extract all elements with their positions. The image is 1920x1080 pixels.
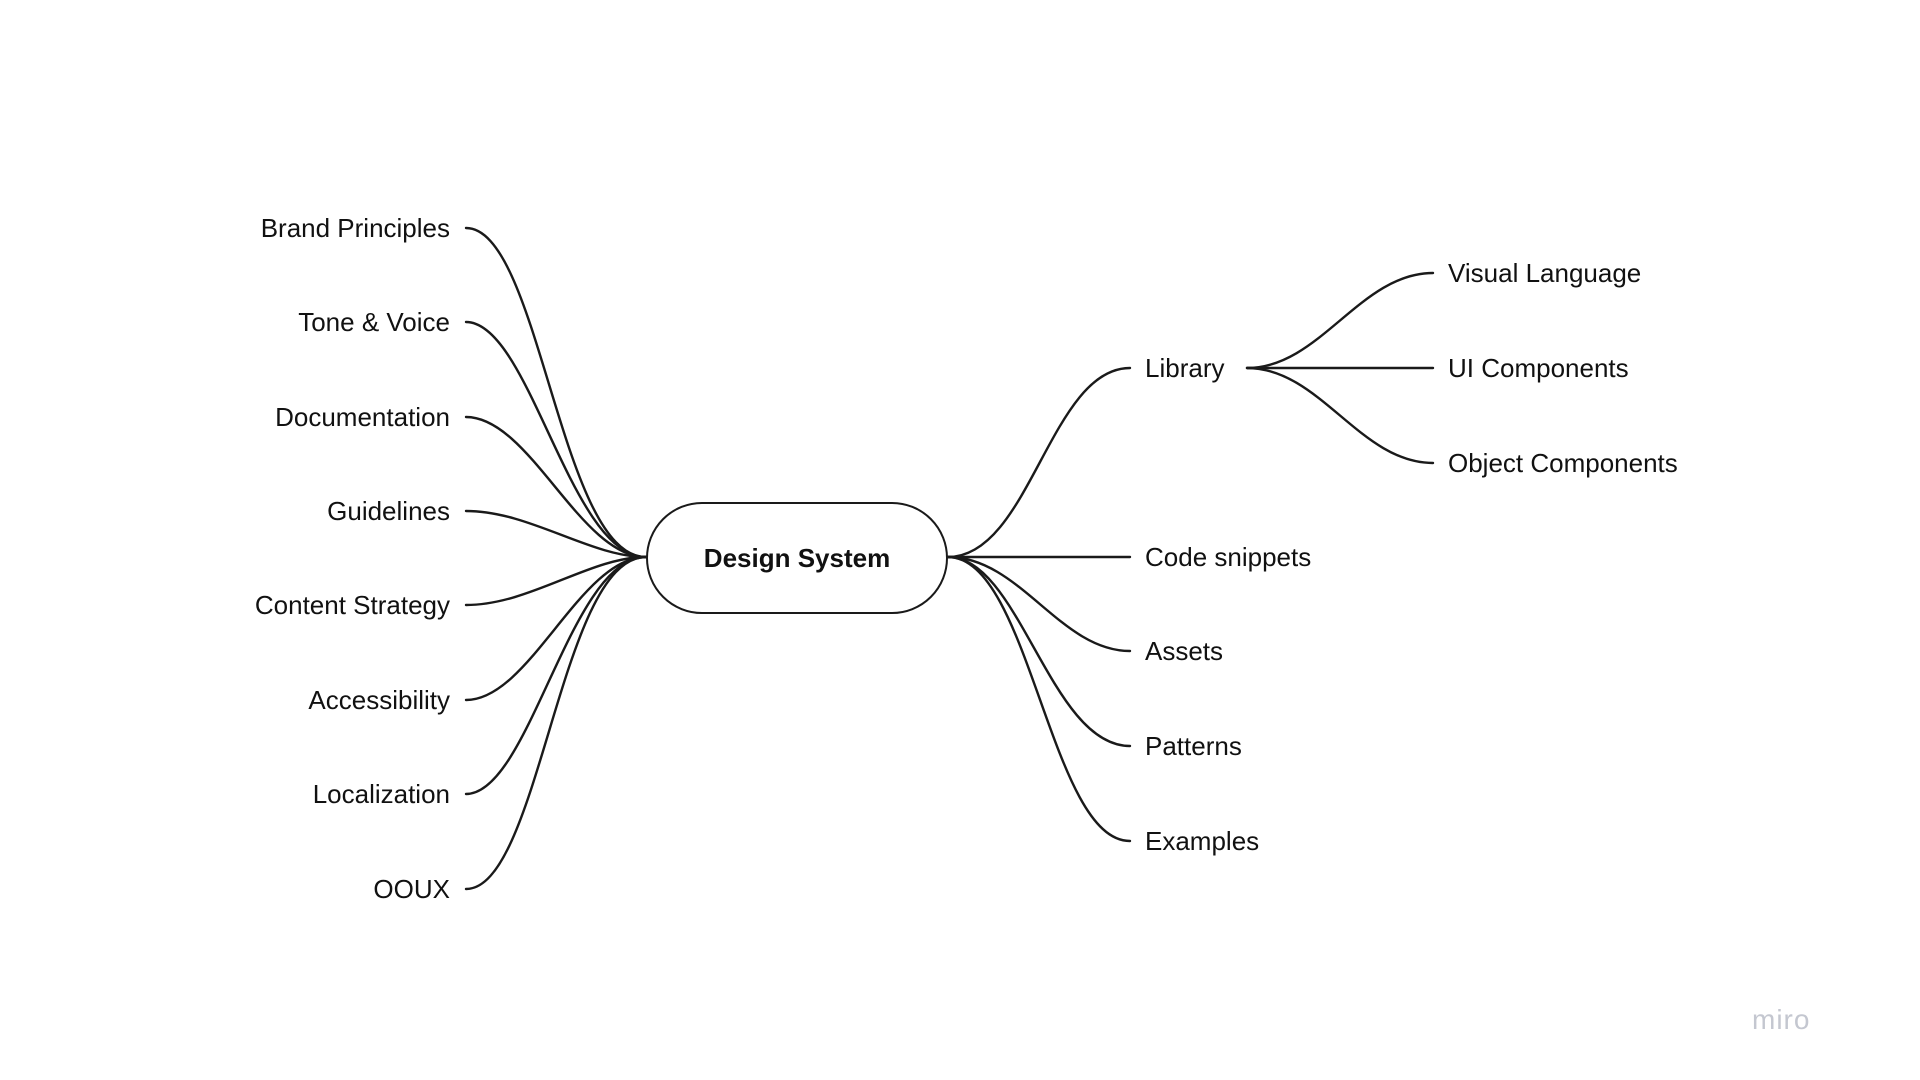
connector-visual-language [1245, 271, 1435, 370]
connector-brand-principles [464, 226, 648, 559]
connector-examples [946, 555, 1132, 843]
node-documentation[interactable]: Documentation [275, 402, 450, 432]
node-patterns[interactable]: Patterns [1145, 731, 1242, 761]
node-ui-components[interactable]: UI Components [1448, 353, 1629, 383]
connector-object-components [1245, 366, 1435, 465]
connector-content-strategy [464, 555, 648, 607]
node-library[interactable]: Library [1145, 353, 1225, 383]
connector-accessibility [464, 555, 648, 702]
miro-watermark: miro [1752, 1004, 1811, 1035]
connector-localization [464, 555, 648, 796]
connector-tone-voice [464, 320, 648, 559]
connector-guidelines [464, 509, 648, 559]
node-object-components[interactable]: Object Components [1448, 448, 1678, 478]
connector-library [946, 366, 1132, 559]
node-examples[interactable]: Examples [1145, 826, 1260, 856]
node-accessibility[interactable]: Accessibility [308, 685, 450, 715]
node-code-snippets[interactable]: Code snippets [1145, 542, 1312, 572]
node-localization[interactable]: Localization [312, 779, 450, 809]
node-ooux[interactable]: OOUX [373, 874, 450, 904]
connector-ooux [464, 555, 648, 891]
center-node-label: Design System [703, 542, 891, 573]
connector-documentation [464, 415, 648, 559]
connector-patterns [946, 555, 1132, 748]
connector-assets [946, 555, 1132, 653]
node-content-strategy[interactable]: Content Strategy [254, 590, 450, 620]
center-node[interactable]: Design System [646, 502, 948, 614]
node-tone-voice[interactable]: Tone & Voice [298, 307, 450, 337]
node-assets[interactable]: Assets [1145, 636, 1224, 666]
node-visual-language[interactable]: Visual Language [1448, 258, 1642, 288]
node-brand-principles[interactable]: Brand Principles [260, 213, 450, 243]
node-guidelines[interactable]: Guidelines [327, 496, 450, 526]
